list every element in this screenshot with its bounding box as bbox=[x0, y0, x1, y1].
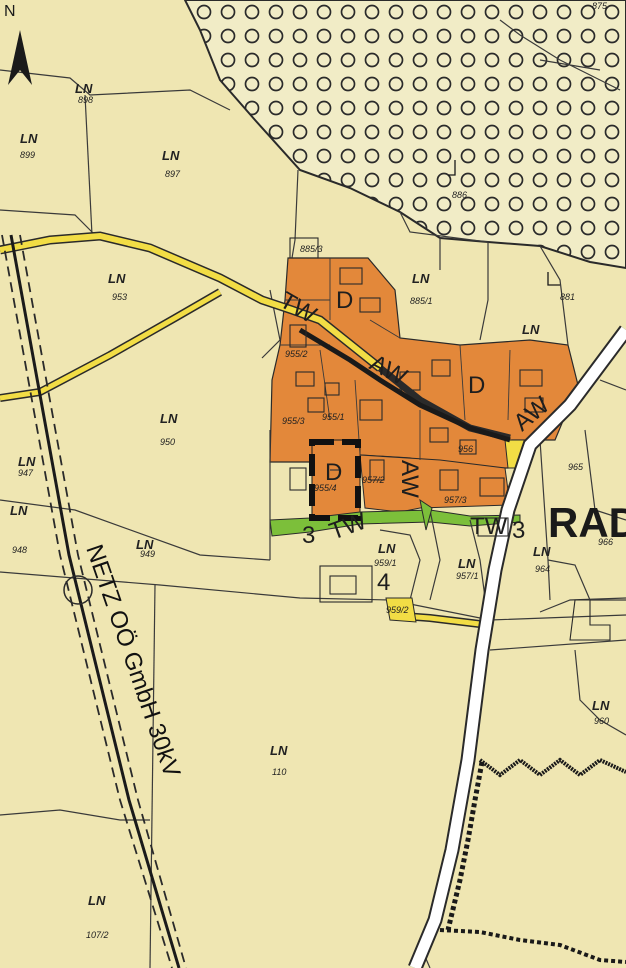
zone-border-spiked-left bbox=[445, 761, 485, 931]
forest-pattern bbox=[185, 0, 626, 268]
green-strip bbox=[269, 509, 521, 537]
field-parcel-number: 947 bbox=[18, 468, 34, 478]
parcel-number: 959/2 bbox=[386, 605, 409, 615]
parcel-number: 965 bbox=[568, 462, 584, 472]
parcel-number: 955/4 bbox=[314, 483, 337, 493]
field-zone-label: LN bbox=[522, 322, 540, 337]
parcel-numbers: 885/3 881 955/2 955/1 955/3 956 957/2 95… bbox=[282, 190, 613, 615]
plot-lines bbox=[280, 258, 511, 460]
parcel-number: 955/2 bbox=[285, 349, 308, 359]
field-parcel-number: 953 bbox=[112, 292, 127, 302]
marker-number: 3 bbox=[512, 517, 525, 544]
parcel-number: 957/2 bbox=[362, 475, 385, 485]
building-land-d-block bbox=[311, 439, 361, 521]
field-zone-label: LN bbox=[75, 81, 93, 96]
parcel-number: 955/3 bbox=[282, 416, 305, 426]
main-road bbox=[408, 325, 626, 968]
zone-border-spiked-top bbox=[478, 757, 626, 778]
parcel-number: 955/1 bbox=[322, 412, 345, 422]
field-zone-label: LN bbox=[270, 743, 288, 758]
field-zone-label: LN bbox=[20, 131, 38, 146]
field-zone-label: LN bbox=[18, 454, 36, 469]
yellow-patch bbox=[385, 597, 417, 623]
green-marker bbox=[419, 498, 433, 531]
zone-code: AW bbox=[396, 460, 423, 498]
field-parcel-number: 107/2 bbox=[86, 930, 109, 940]
parcel-number: 957/3 bbox=[444, 495, 467, 505]
parcel-number: 885/3 bbox=[300, 244, 323, 254]
parcel-number: 966 bbox=[598, 537, 613, 547]
numbered-markers: 3 3 bbox=[302, 517, 525, 549]
power-line-corridor bbox=[1, 234, 187, 968]
north-arrow: N bbox=[4, 3, 32, 85]
north-arrow-label: N bbox=[4, 3, 16, 20]
field-zone-label: LN bbox=[10, 503, 28, 518]
field-parcel-number: 110 bbox=[272, 767, 286, 777]
field-zone-label: LN bbox=[88, 893, 106, 908]
zone-code: D bbox=[325, 459, 342, 486]
field-parcel-number: 959/1 bbox=[374, 558, 397, 568]
field-parcel-number: 897 bbox=[165, 169, 181, 179]
field-parcel-number: 950 bbox=[160, 437, 175, 447]
zone-border-spiked-bottom bbox=[439, 928, 626, 964]
field-zone-label: LN bbox=[533, 544, 551, 559]
field-parcel-number: 960 bbox=[594, 716, 609, 726]
field-labels: LN 898 LN 899 LN 897 LN 953 LN 885/1 LN … bbox=[10, 81, 610, 940]
access-road-line bbox=[298, 327, 511, 443]
building-land-south bbox=[359, 454, 511, 513]
field-parcel-number: 948 bbox=[12, 545, 27, 555]
corner-label: 875 bbox=[592, 1, 608, 11]
zone-code: TW bbox=[470, 513, 508, 540]
zone-code: D bbox=[468, 372, 485, 399]
field-zone-label: LN bbox=[412, 271, 430, 286]
power-mast-symbol bbox=[63, 575, 93, 605]
zone-code: 4 bbox=[377, 569, 390, 596]
field-zone-label: LN bbox=[136, 537, 154, 552]
parcel-number: 881 bbox=[560, 292, 575, 302]
field-parcel-number: 885/1 bbox=[410, 296, 433, 306]
forest-symbols bbox=[448, 160, 560, 286]
field-parcel-number: 949 bbox=[140, 549, 155, 559]
field-zone-label: LN bbox=[592, 698, 610, 713]
marker-number: 3 bbox=[302, 522, 315, 549]
parcel-number: 886 bbox=[452, 190, 467, 200]
place-name: RAD bbox=[548, 499, 626, 546]
field-parcel-number: 964 bbox=[535, 564, 550, 574]
field-parcel-number: 957/1 bbox=[456, 571, 479, 581]
field-zone-label: LN bbox=[160, 411, 178, 426]
field-zone-label: LN bbox=[458, 556, 476, 571]
field-parcel-number: 899 bbox=[20, 150, 35, 160]
field-zone-label: LN bbox=[162, 148, 180, 163]
field-zone-label: LN bbox=[378, 541, 396, 556]
zone-code: D bbox=[336, 287, 353, 314]
field-parcel-number: 898 bbox=[78, 95, 93, 105]
building-footprints bbox=[289, 237, 611, 641]
field-zone-label: LN bbox=[108, 271, 126, 286]
parcel-number: 956 bbox=[458, 444, 473, 454]
